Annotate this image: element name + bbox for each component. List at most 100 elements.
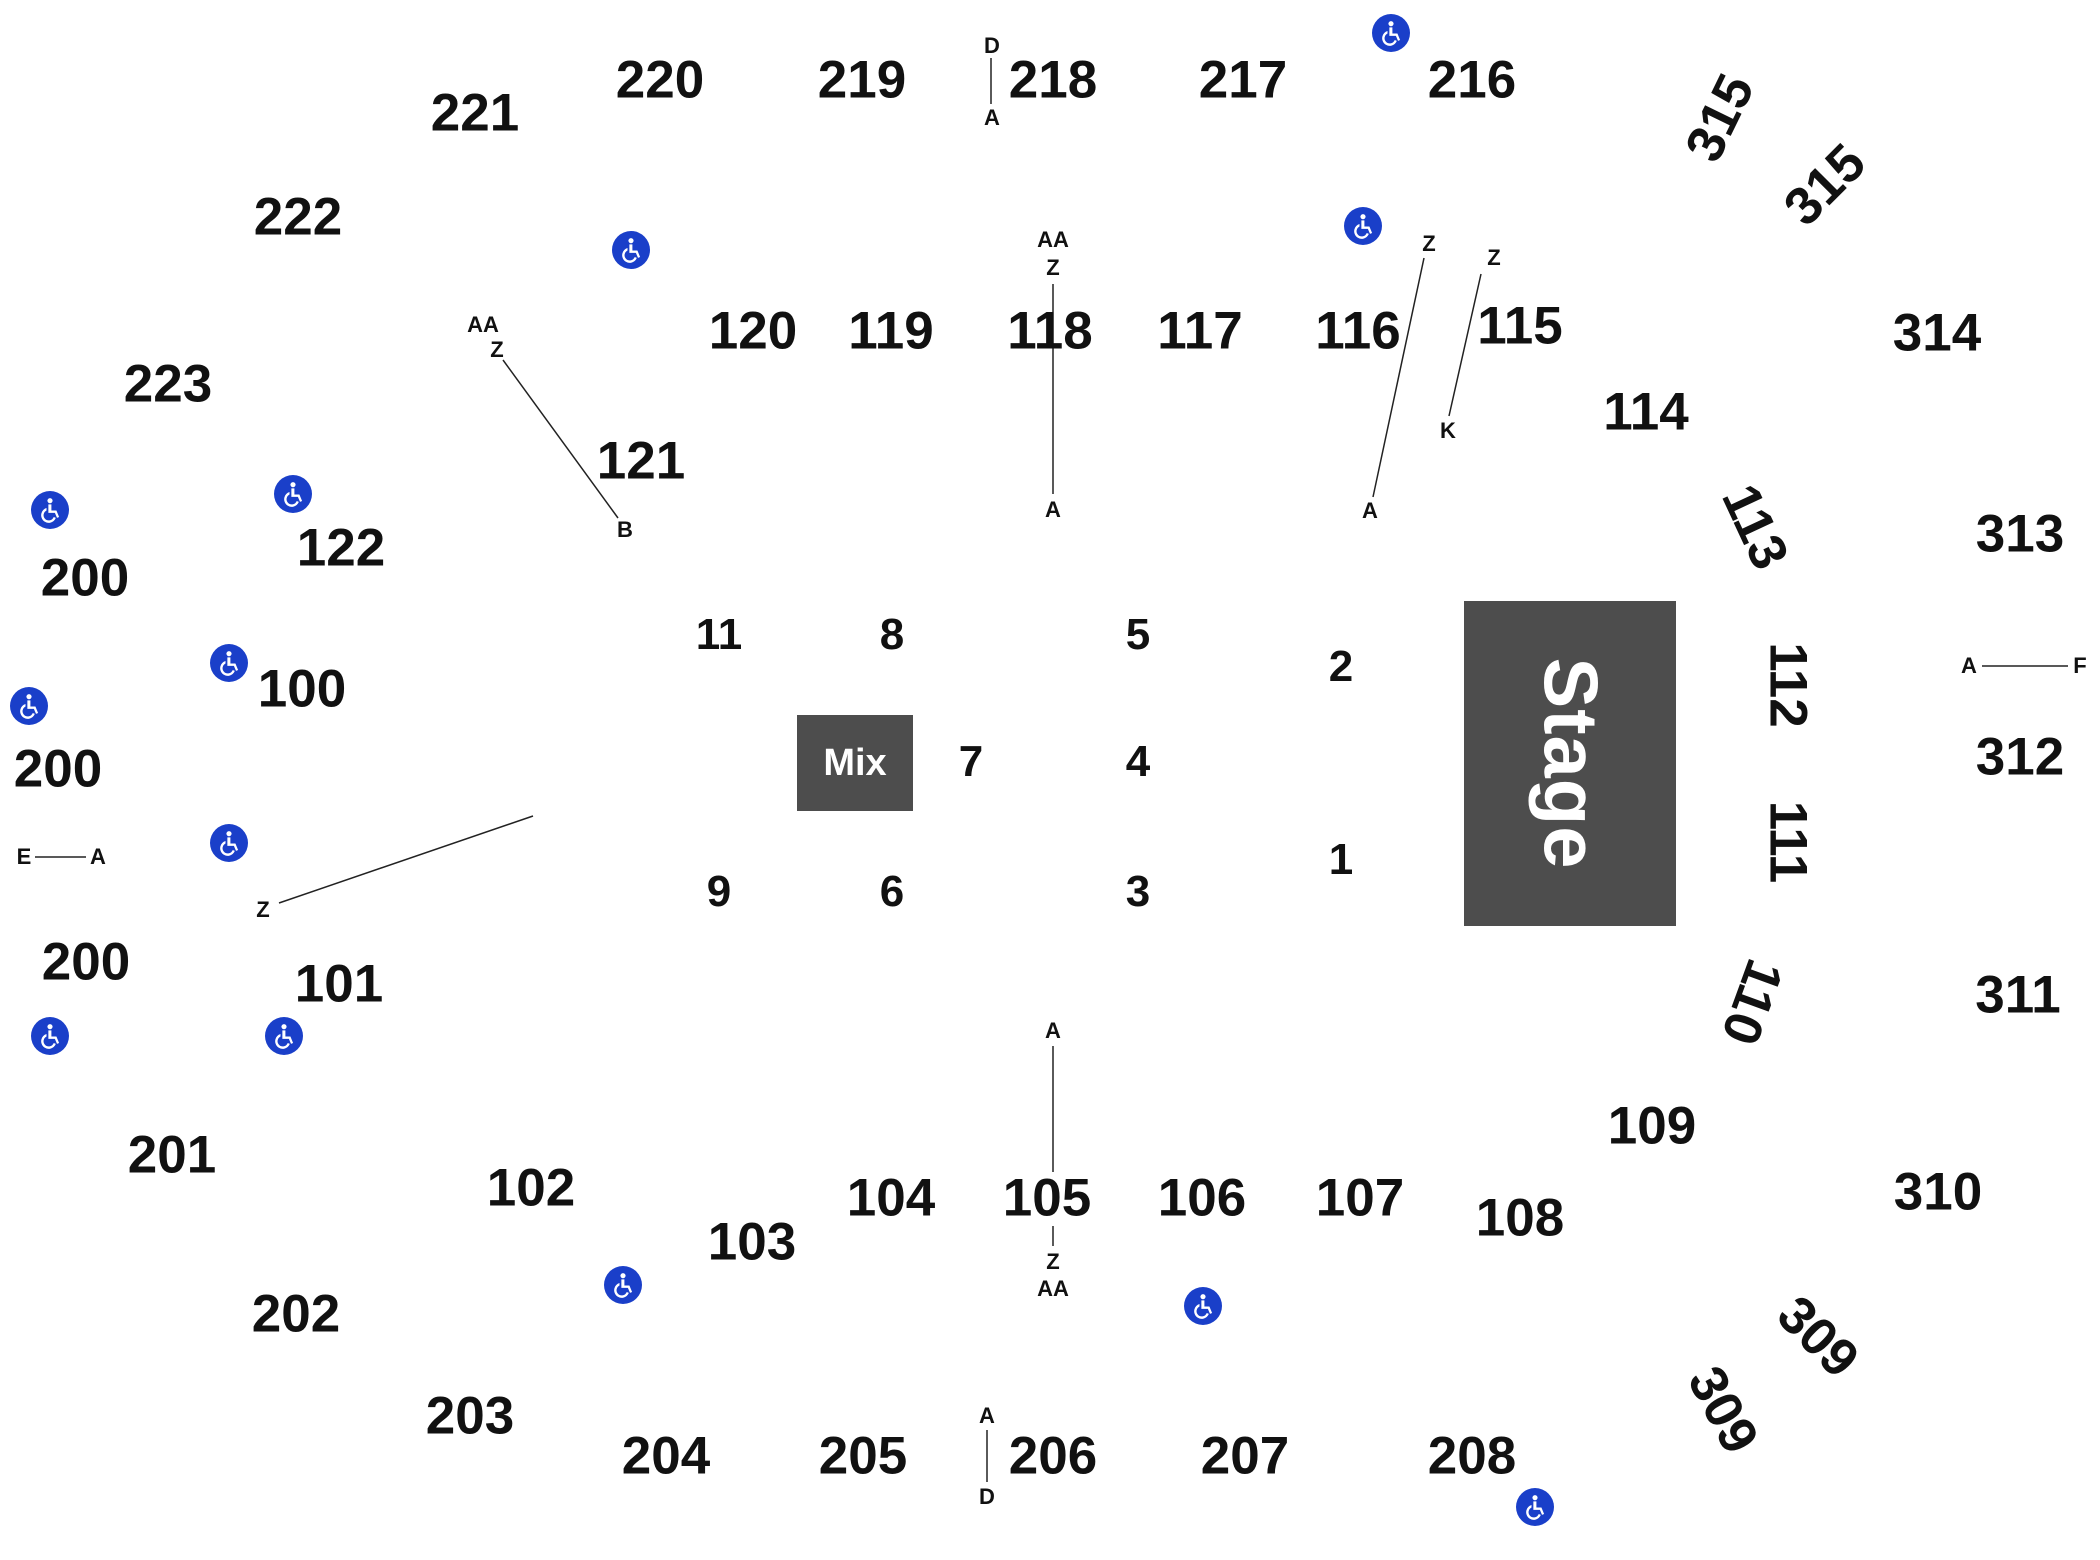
- floor-section-11[interactable]: 11: [695, 610, 743, 659]
- section-204[interactable]: 204: [621, 1426, 711, 1486]
- wheelchair-icon: [1344, 207, 1382, 245]
- row-label: AA: [1037, 227, 1069, 252]
- row-label: A: [979, 1403, 995, 1428]
- stage-label: Stage: [1527, 657, 1613, 870]
- section-106[interactable]: 106: [1157, 1168, 1247, 1228]
- row-line-101: [278, 815, 534, 904]
- wheelchair-icon: [1516, 1488, 1554, 1526]
- row-label: Z: [490, 337, 504, 362]
- mix-label: Mix: [823, 741, 887, 784]
- section-115[interactable]: 115: [1477, 296, 1563, 356]
- section-107[interactable]: 107: [1315, 1168, 1405, 1228]
- section-200[interactable]: 200: [41, 932, 131, 992]
- section-112[interactable]: 112: [1758, 642, 1818, 728]
- section-103[interactable]: 103: [707, 1212, 797, 1272]
- row-label: AA: [467, 312, 499, 337]
- row-label: D: [979, 1484, 995, 1509]
- section-310[interactable]: 310: [1893, 1162, 1983, 1222]
- floor-section-4[interactable]: 4: [1125, 737, 1151, 786]
- row-label: A: [1362, 498, 1378, 523]
- row-label: AA: [1037, 1276, 1069, 1301]
- floor-section-5[interactable]: 5: [1125, 610, 1151, 659]
- row-label: A: [1961, 653, 1977, 678]
- row-label: E: [16, 844, 32, 869]
- section-202[interactable]: 202: [251, 1284, 341, 1344]
- section-104[interactable]: 104: [846, 1168, 936, 1228]
- row-line-116: [1372, 257, 1425, 498]
- section-101[interactable]: 101: [294, 954, 384, 1014]
- floor-section-1[interactable]: 1: [1328, 835, 1354, 884]
- wheelchair-icon: [210, 644, 248, 682]
- section-200[interactable]: 200: [13, 739, 103, 799]
- row-label: Z: [1487, 245, 1501, 270]
- section-205[interactable]: 205: [818, 1426, 908, 1486]
- floor-section-3[interactable]: 3: [1125, 867, 1151, 916]
- section-207[interactable]: 207: [1200, 1426, 1290, 1486]
- wheelchair-icon: [31, 491, 69, 529]
- section-121[interactable]: 121: [596, 431, 686, 491]
- row-label: K: [1440, 418, 1456, 443]
- row-line-121: [502, 359, 619, 519]
- section-311[interactable]: 311: [1975, 965, 2061, 1025]
- row-label: A: [90, 844, 106, 869]
- wheelchair-icon: [1184, 1287, 1222, 1325]
- section-102[interactable]: 102: [486, 1158, 576, 1218]
- section-105[interactable]: 105: [1002, 1168, 1092, 1228]
- section-220[interactable]: 220: [615, 50, 705, 110]
- section-217[interactable]: 217: [1198, 50, 1288, 110]
- section-313[interactable]: 313: [1975, 504, 2065, 564]
- section-218[interactable]: 218: [1008, 50, 1098, 110]
- row-label: B: [617, 517, 633, 542]
- section-223[interactable]: 223: [123, 354, 213, 414]
- section-219[interactable]: 219: [817, 50, 907, 110]
- section-216[interactable]: 216: [1427, 50, 1517, 110]
- row-label: Z: [1046, 1249, 1060, 1274]
- section-122[interactable]: 122: [296, 518, 386, 578]
- row-label: Z: [1422, 231, 1436, 256]
- row-label: A: [1045, 497, 1061, 522]
- row-line-115: [1448, 273, 1482, 417]
- wheelchair-icon: [31, 1017, 69, 1055]
- wheelchair-icon: [604, 1266, 642, 1304]
- section-314[interactable]: 314: [1892, 303, 1982, 363]
- section-200[interactable]: 200: [40, 548, 130, 608]
- section-118[interactable]: 118: [1007, 301, 1093, 361]
- row-label: D: [984, 33, 1000, 58]
- row-label: Z: [1046, 255, 1060, 280]
- row-label: Z: [256, 897, 270, 922]
- section-208[interactable]: 208: [1427, 1426, 1517, 1486]
- mix-position: Mix: [797, 715, 913, 811]
- wheelchair-icon: [612, 231, 650, 269]
- wheelchair-icon: [10, 687, 48, 725]
- section-222[interactable]: 222: [253, 187, 343, 247]
- section-108[interactable]: 108: [1475, 1188, 1565, 1248]
- floor-section-7[interactable]: 7: [958, 737, 984, 786]
- section-206[interactable]: 206: [1008, 1426, 1098, 1486]
- section-221[interactable]: 221: [430, 83, 520, 143]
- section-117[interactable]: 117: [1157, 301, 1243, 361]
- row-label: F: [2073, 653, 2087, 678]
- wheelchair-icon: [1372, 14, 1410, 52]
- wheelchair-icon: [274, 475, 312, 513]
- stage: Stage: [1464, 601, 1676, 926]
- floor-section-8[interactable]: 8: [879, 610, 905, 659]
- section-203[interactable]: 203: [425, 1386, 515, 1446]
- floor-section-9[interactable]: 9: [706, 867, 732, 916]
- section-201[interactable]: 201: [127, 1125, 217, 1185]
- section-114[interactable]: 114: [1603, 382, 1689, 442]
- wheelchair-icon: [265, 1017, 303, 1055]
- wheelchair-icon: [210, 824, 248, 862]
- section-109[interactable]: 109: [1607, 1096, 1697, 1156]
- floor-section-2[interactable]: 2: [1328, 642, 1354, 691]
- section-119[interactable]: 119: [848, 301, 934, 361]
- section-116[interactable]: 116: [1315, 301, 1401, 361]
- section-120[interactable]: 120: [708, 301, 798, 361]
- section-312[interactable]: 312: [1975, 727, 2065, 787]
- row-label: A: [984, 105, 1000, 130]
- section-111[interactable]: 111: [1758, 800, 1818, 884]
- section-100[interactable]: 100: [257, 659, 347, 719]
- row-label: A: [1045, 1018, 1061, 1043]
- floor-section-6[interactable]: 6: [879, 867, 905, 916]
